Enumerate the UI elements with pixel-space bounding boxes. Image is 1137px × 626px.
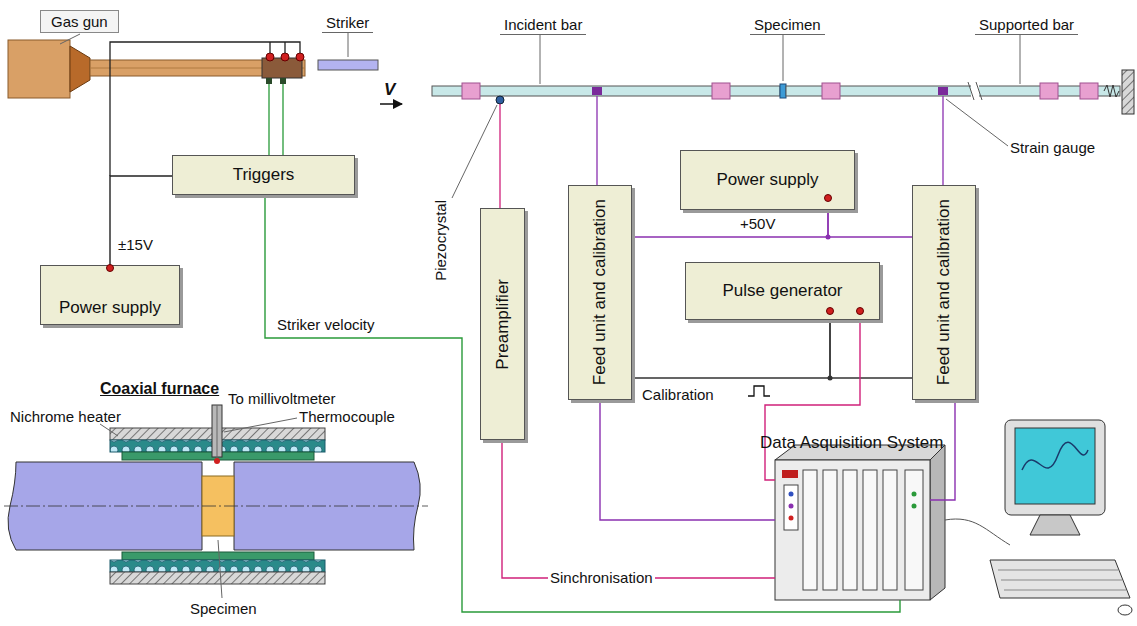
part-label: Piezocrystal <box>432 200 449 281</box>
trigger-box: Triggers <box>172 155 355 195</box>
preamplifier-box: Preamplifier <box>480 208 525 440</box>
terminal-dot <box>825 195 832 202</box>
wire-label: ±15V <box>116 236 155 253</box>
power-supply-box: Power supply <box>40 265 180 325</box>
signal-wire <box>502 440 775 578</box>
feed-unit-box: Feed unit and calibration <box>568 185 632 400</box>
gas-gun <box>8 40 305 98</box>
data-acquisition-unit: Data Asquisition System <box>775 460 930 600</box>
part-label: Striker <box>322 14 373 33</box>
feed-unit-box: Feed unit and calibration <box>912 185 976 400</box>
velocity-arrow <box>380 103 402 105</box>
leader-line <box>946 99 1008 146</box>
part-label: Specimen <box>750 16 825 35</box>
part-label: Strain gauge <box>1010 139 1095 156</box>
terminal-dot <box>827 308 834 315</box>
junction-dot <box>828 376 833 381</box>
pulse-generator-box: Pulse generator <box>685 262 880 320</box>
signal-wire <box>110 176 172 265</box>
box-label: Feed unit and calibration <box>590 199 610 385</box>
leader-line <box>60 34 80 44</box>
leader-line <box>348 32 349 57</box>
part-label: Gas gun <box>40 10 119 33</box>
figure-title: Coaxial furnace <box>100 380 219 398</box>
terminal-dot <box>107 265 114 272</box>
wire-label: Calibration <box>640 386 716 403</box>
wire-label: Sinchronisation <box>548 569 655 586</box>
leader-line <box>1020 34 1021 84</box>
leader-line <box>452 105 497 198</box>
leader-line <box>224 418 297 432</box>
part-label: Incident bar <box>500 16 586 35</box>
wire-label: Striker velocity <box>275 316 377 333</box>
wall <box>1122 70 1134 114</box>
signal-wire <box>600 400 775 520</box>
power-supply-box: Power supply <box>680 150 855 210</box>
signal-wire <box>632 320 830 378</box>
part-label: To millivoltmeter <box>228 390 336 407</box>
leader-line <box>540 34 541 84</box>
trigger-wire <box>270 42 285 53</box>
signal-wire <box>830 320 912 378</box>
striker <box>318 60 378 70</box>
box-label: Preamplifier <box>493 279 513 370</box>
box-label: Power supply <box>59 298 161 318</box>
part-label: Specimen <box>190 600 257 617</box>
signal-wire <box>765 320 860 480</box>
coaxial-furnace <box>4 405 428 584</box>
box-label: Triggers <box>233 165 295 185</box>
junction-dot <box>826 235 831 240</box>
signal-wire <box>596 96 597 185</box>
box-label: Power supply <box>716 170 818 190</box>
wire-label: +50V <box>738 215 777 232</box>
part-label: Thermocouple <box>299 408 395 425</box>
velocity-symbol: V <box>384 80 395 100</box>
part-label: Supported bar <box>975 16 1078 35</box>
terminal-dot <box>857 308 864 315</box>
piezocrystal <box>496 96 504 104</box>
specimen <box>780 84 786 98</box>
unit-heading: Data Asquisition System <box>760 433 943 453</box>
signal-wire <box>828 210 912 237</box>
signal-wire <box>942 96 943 185</box>
signal-wire <box>632 210 828 237</box>
pulse-symbol <box>748 386 770 396</box>
leader-line <box>783 34 784 81</box>
leader-line <box>100 424 118 436</box>
strain-gauge <box>592 87 602 95</box>
box-label: Feed unit and calibration <box>934 199 954 385</box>
leader-line <box>218 540 222 598</box>
bar-break <box>968 82 982 100</box>
box-label: Pulse generator <box>722 281 842 301</box>
spring <box>1104 85 1119 97</box>
strain-gauge <box>938 87 948 95</box>
bar-support <box>462 83 1098 99</box>
part-label: Nichrome heater <box>10 408 121 425</box>
signal-wire <box>499 104 500 208</box>
sensor-wire <box>269 84 283 155</box>
